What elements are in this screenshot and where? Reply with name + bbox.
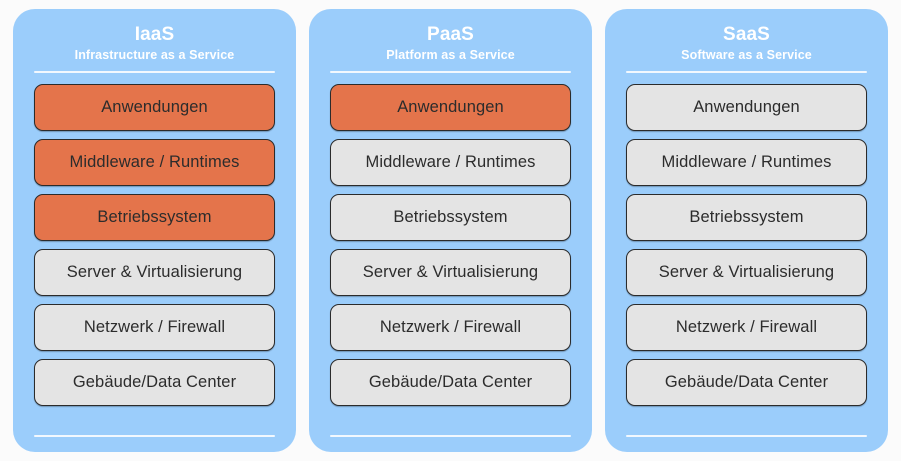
panel-title-saas: SaaS — [723, 24, 770, 45]
panel-title-iaas: IaaS — [134, 24, 175, 45]
layer-box-saas-netzwerk-firewall[interactable]: Netzwerk / Firewall — [626, 304, 867, 351]
service-model-columns: IaaS Infrastructure as a Service Anwendu… — [13, 9, 888, 452]
layer-box-iaas-netzwerk-firewall[interactable]: Netzwerk / Firewall — [34, 304, 275, 351]
layer-box-saas-anwendungen[interactable]: Anwendungen — [626, 84, 867, 131]
header-divider-iaas — [34, 71, 275, 73]
layer-box-paas-anwendungen[interactable]: Anwendungen — [330, 84, 571, 131]
panel-footer-paas — [330, 431, 571, 452]
panel-title-paas: PaaS — [427, 24, 474, 45]
layer-box-saas-server-virtualisierung[interactable]: Server & Virtualisierung — [626, 249, 867, 296]
layer-box-iaas-server-virtualisierung[interactable]: Server & Virtualisierung — [34, 249, 275, 296]
panel-header-saas: SaaS Software as a Service — [626, 9, 867, 73]
footer-divider-saas — [626, 435, 867, 437]
layer-box-paas-middleware-runtimes[interactable]: Middleware / Runtimes — [330, 139, 571, 186]
panel-header-paas: PaaS Platform as a Service — [330, 9, 571, 73]
panel-subtitle-paas: Platform as a Service — [386, 48, 515, 62]
layer-box-saas-betriebssystem[interactable]: Betriebssystem — [626, 194, 867, 241]
layer-box-paas-server-virtualisierung[interactable]: Server & Virtualisierung — [330, 249, 571, 296]
panel-subtitle-iaas: Infrastructure as a Service — [74, 48, 235, 62]
service-model-panel-saas[interactable]: SaaS Software as a Service Anwendungen M… — [605, 9, 888, 452]
layer-stack-iaas: Anwendungen Middleware / Runtimes Betrie… — [34, 73, 275, 431]
layer-stack-saas: Anwendungen Middleware / Runtimes Betrie… — [626, 73, 867, 431]
layer-box-iaas-anwendungen[interactable]: Anwendungen — [34, 84, 275, 131]
layer-box-paas-netzwerk-firewall[interactable]: Netzwerk / Firewall — [330, 304, 571, 351]
layer-box-iaas-betriebssystem[interactable]: Betriebssystem — [34, 194, 275, 241]
panel-footer-iaas — [34, 431, 275, 452]
panel-header-iaas: IaaS Infrastructure as a Service — [34, 9, 275, 73]
layer-box-paas-gebaeude-data-center[interactable]: Gebäude/Data Center — [330, 359, 571, 406]
footer-divider-iaas — [34, 435, 275, 437]
panel-footer-saas — [626, 431, 867, 452]
footer-divider-paas — [330, 435, 571, 437]
layer-box-saas-gebaeude-data-center[interactable]: Gebäude/Data Center — [626, 359, 867, 406]
layer-box-iaas-gebaeude-data-center[interactable]: Gebäude/Data Center — [34, 359, 275, 406]
header-divider-saas — [626, 71, 867, 73]
service-model-panel-paas[interactable]: PaaS Platform as a Service Anwendungen M… — [309, 9, 592, 452]
layer-stack-paas: Anwendungen Middleware / Runtimes Betrie… — [330, 73, 571, 431]
layer-box-iaas-middleware-runtimes[interactable]: Middleware / Runtimes — [34, 139, 275, 186]
layer-box-paas-betriebssystem[interactable]: Betriebssystem — [330, 194, 571, 241]
layer-box-saas-middleware-runtimes[interactable]: Middleware / Runtimes — [626, 139, 867, 186]
service-model-panel-iaas[interactable]: IaaS Infrastructure as a Service Anwendu… — [13, 9, 296, 452]
header-divider-paas — [330, 71, 571, 73]
panel-subtitle-saas: Software as a Service — [681, 48, 812, 62]
